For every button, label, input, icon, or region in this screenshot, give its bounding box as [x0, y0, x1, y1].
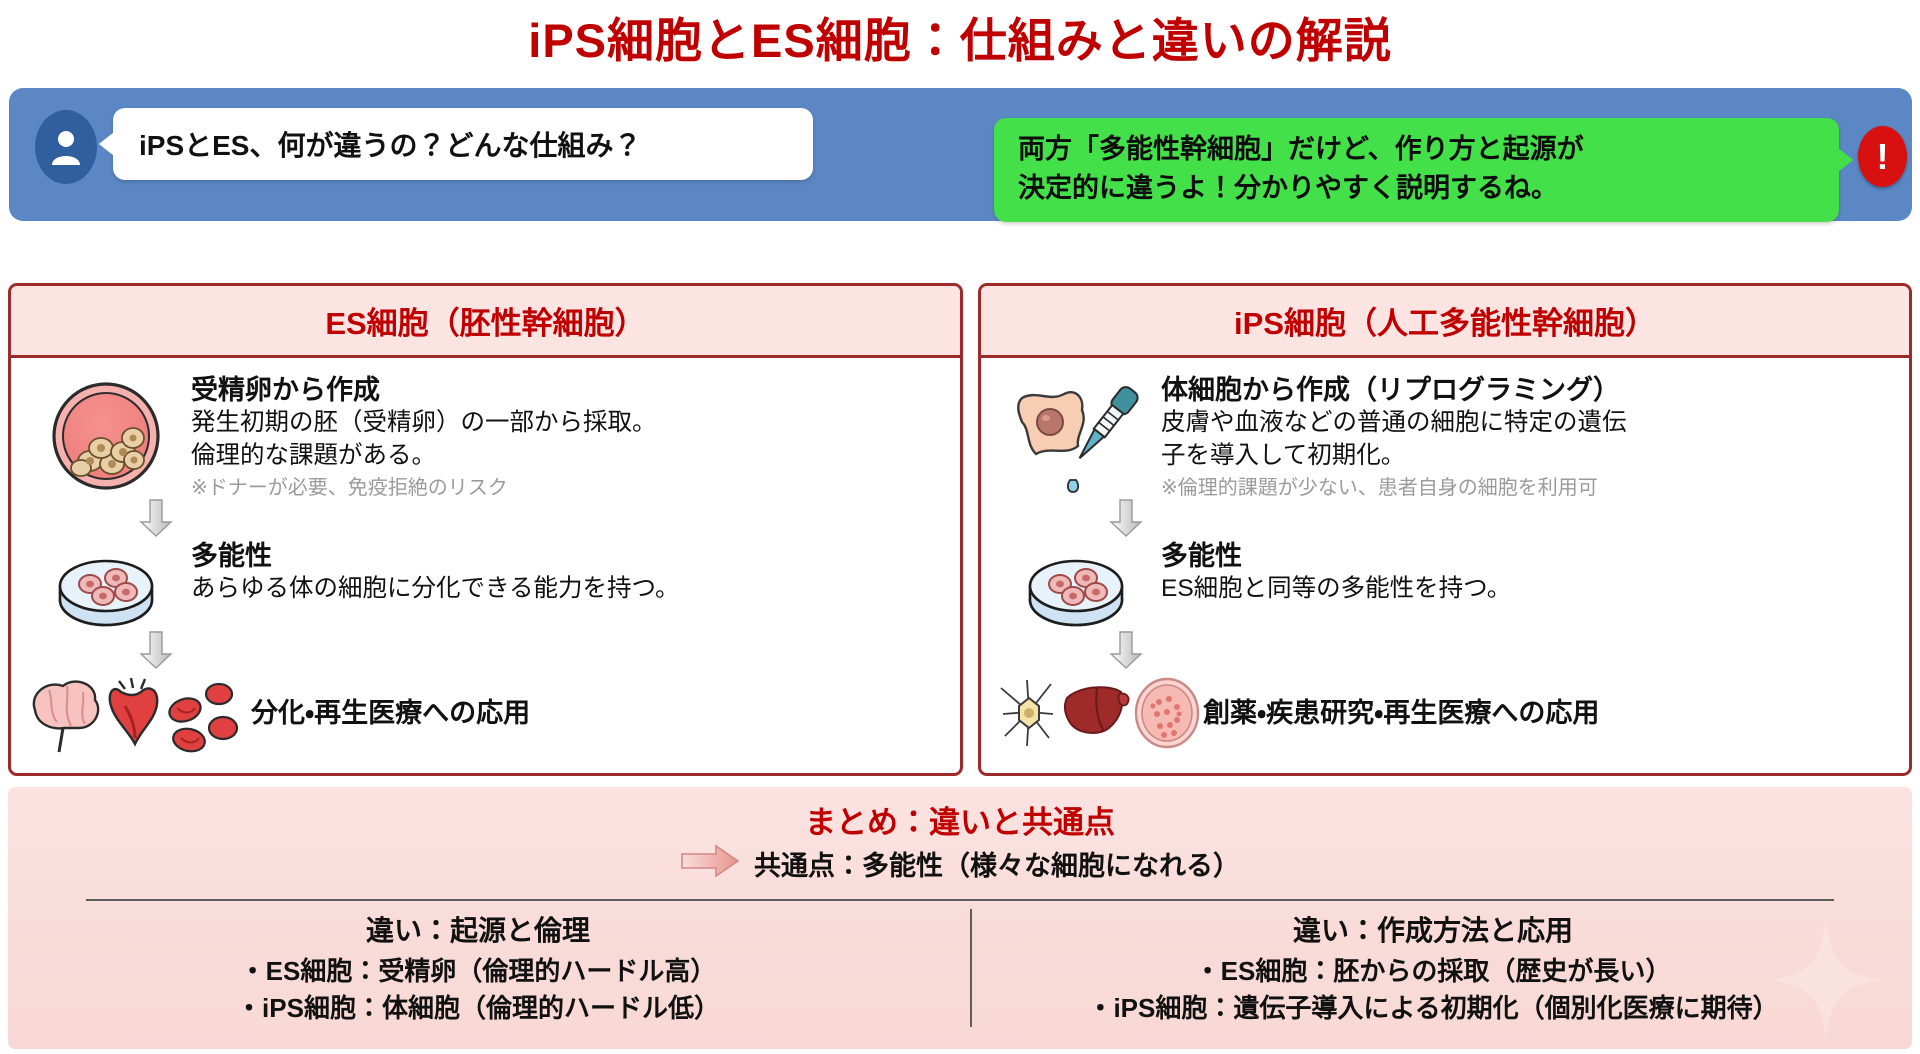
panel-es-body: 受精卵から作成 発生初期の胚（受精卵）の一部から採取。 倫理的な課題がある。 ※…	[11, 358, 960, 773]
ips-application-heading: 創薬・疾患研究・再生医療への応用	[1203, 697, 1600, 728]
arrow-down-icon	[1109, 630, 1143, 670]
list-item: iPS細胞：体細胞（倫理的ハードル低）	[38, 990, 918, 1027]
assistant-reply-line1: 両方「多能性幹細胞」だけど、作り方と起源が	[1018, 134, 1584, 164]
summary-right-heading: 違い：作成方法と応用	[1292, 915, 1573, 946]
panel-ips-header-text: iPS細胞（人工多能性幹細胞）	[1234, 306, 1656, 341]
summary-common-row: 共通点：多能性（様々な細胞になれる）	[8, 844, 1912, 883]
summary-common-point: 共通点：多能性（様々な細胞になれる）	[754, 851, 1240, 881]
panel-es-header: ES細胞（胚性幹細胞）	[11, 286, 960, 358]
list-item: iPS細胞：遺伝子導入による初期化（個別化医療に期待）	[993, 990, 1873, 1027]
person-icon	[35, 110, 97, 184]
summary-left-heading: 違い：起源と倫理	[365, 915, 590, 946]
es-pluripotency-line1: あらゆる体の細胞に分化できる能力を持つ。	[191, 574, 680, 602]
right-arrow-icon	[680, 844, 740, 883]
page-title: iPS細胞とES細胞：仕組みと違いの解説	[528, 14, 1392, 67]
arrow-down-icon	[1109, 498, 1143, 538]
list-item: ES細胞：胚からの採取（歴史が長い）	[993, 953, 1873, 990]
es-application-heading: 分化・再生医療への応用	[251, 697, 531, 728]
arrow-down-icon	[139, 630, 173, 670]
petri-dish-icon	[21, 538, 191, 632]
es-origin-note: ※ドナーが必要、免疫拒絶のリスク	[191, 476, 508, 499]
es-row-application: 分化・再生医療への応用	[21, 670, 530, 756]
brain-heart-blood-icon	[21, 670, 251, 756]
exclamation-glyph: !	[1876, 135, 1889, 177]
summary-section: まとめ：違いと共通点 共通点：多能性（様々な細胞になれる） 違い：起源と倫理 E…	[8, 787, 1912, 1049]
list-item: ES細胞：受精卵（倫理的ハードル高）	[38, 953, 918, 990]
ips-pluripotency-heading: 多能性	[1161, 541, 1242, 571]
panel-ips-body: 体細胞から作成（リプログラミング） 皮膚や血液などの普通の細胞に特定の遺伝 子を…	[981, 358, 1909, 773]
user-question-text: iPSとES、何が違うの？どんな仕組み？	[139, 130, 642, 161]
summary-divider-horizontal	[86, 899, 1834, 901]
panel-ips-header: iPS細胞（人工多能性幹細胞）	[981, 286, 1909, 358]
assistant-reply-bubble: 両方「多能性幹細胞」だけど、作り方と起源が 決定的に違うよ！分かりやすく説明する…	[994, 118, 1853, 223]
panel-es-header-text: ES細胞（胚性幹細胞）	[325, 306, 646, 341]
panel-es-cell: ES細胞（胚性幹細胞）	[8, 283, 963, 776]
summary-left-list: ES細胞：受精卵（倫理的ハードル高） iPS細胞：体細胞（倫理的ハードル低）	[38, 953, 918, 1027]
es-origin-heading: 受精卵から作成	[191, 375, 380, 405]
chat-band: iPSとES、何が違うの？どんな仕組み？ 両方「多能性幹細胞」だけど、作り方と起…	[9, 88, 1912, 223]
es-origin-line1: 発生初期の胚（受精卵）の一部から採取。	[191, 408, 657, 436]
ips-row-application-text: 創薬・疾患研究・再生医療への応用	[1203, 697, 1599, 730]
es-row-origin: 受精卵から作成 発生初期の胚（受精卵）の一部から採取。 倫理的な課題がある。 ※…	[21, 372, 657, 501]
es-row-application-text: 分化・再生医療への応用	[251, 697, 530, 730]
summary-column-origin-ethics: 違い：起源と倫理 ES細胞：受精卵（倫理的ハードル高） iPS細胞：体細胞（倫理…	[38, 909, 918, 1027]
es-row-pluripotency: 多能性 あらゆる体の細胞に分化できる能力を持つ。	[21, 538, 680, 632]
ips-origin-note: ※倫理的課題が少ない、患者自身の細胞を利用可	[1161, 476, 1598, 499]
somatic-cell-pipette-icon	[991, 372, 1161, 501]
exclamation-icon: !	[1858, 126, 1907, 187]
neuron-liver-organoid-icon	[991, 670, 1203, 756]
ips-row-origin-text: 体細胞から作成（リプログラミング） 皮膚や血液などの普通の細胞に特定の遺伝 子を…	[1161, 372, 1627, 501]
panel-ips-cell: iPS細胞（人工多能性幹細胞）	[978, 283, 1912, 776]
summary-right-list: ES細胞：胚からの採取（歴史が長い） iPS細胞：遺伝子導入による初期化（個別化…	[993, 953, 1873, 1027]
ips-origin-line2: 子を導入して初期化。	[1161, 441, 1406, 469]
es-row-pluripotency-text: 多能性 あらゆる体の細胞に分化できる能力を持つ。	[191, 538, 680, 632]
ips-row-origin: 体細胞から作成（リプログラミング） 皮膚や血液などの普通の細胞に特定の遺伝 子を…	[991, 372, 1627, 501]
summary-column-method-application: 違い：作成方法と応用 ES細胞：胚からの採取（歴史が長い） iPS細胞：遺伝子導…	[993, 909, 1873, 1027]
ips-origin-heading: 体細胞から作成（リプログラミング）	[1161, 375, 1620, 405]
summary-divider-vertical	[970, 909, 972, 1027]
arrow-down-icon	[139, 498, 173, 538]
blastocyst-icon	[21, 372, 191, 501]
summary-title: まとめ：違いと共通点	[805, 805, 1115, 840]
ips-row-pluripotency: 多能性 ES細胞と同等の多能性を持つ。	[991, 538, 1511, 632]
ips-pluripotency-line1: ES細胞と同等の多能性を持つ。	[1161, 574, 1512, 602]
ips-origin-line1: 皮膚や血液などの普通の細胞に特定の遺伝	[1161, 408, 1627, 436]
es-origin-line2: 倫理的な課題がある。	[191, 441, 436, 469]
es-pluripotency-heading: 多能性	[191, 541, 272, 571]
petri-dish-icon	[991, 538, 1161, 632]
user-question-bubble: iPSとES、何が違うの？どんな仕組み？	[99, 108, 813, 180]
ips-row-application: 創薬・疾患研究・再生医療への応用	[991, 670, 1599, 756]
ips-row-pluripotency-text: 多能性 ES細胞と同等の多能性を持つ。	[1161, 538, 1511, 632]
es-row-origin-text: 受精卵から作成 発生初期の胚（受精卵）の一部から採取。 倫理的な課題がある。 ※…	[191, 372, 657, 501]
assistant-reply-line2: 決定的に違うよ！分かりやすく説明するね。	[1018, 173, 1558, 204]
